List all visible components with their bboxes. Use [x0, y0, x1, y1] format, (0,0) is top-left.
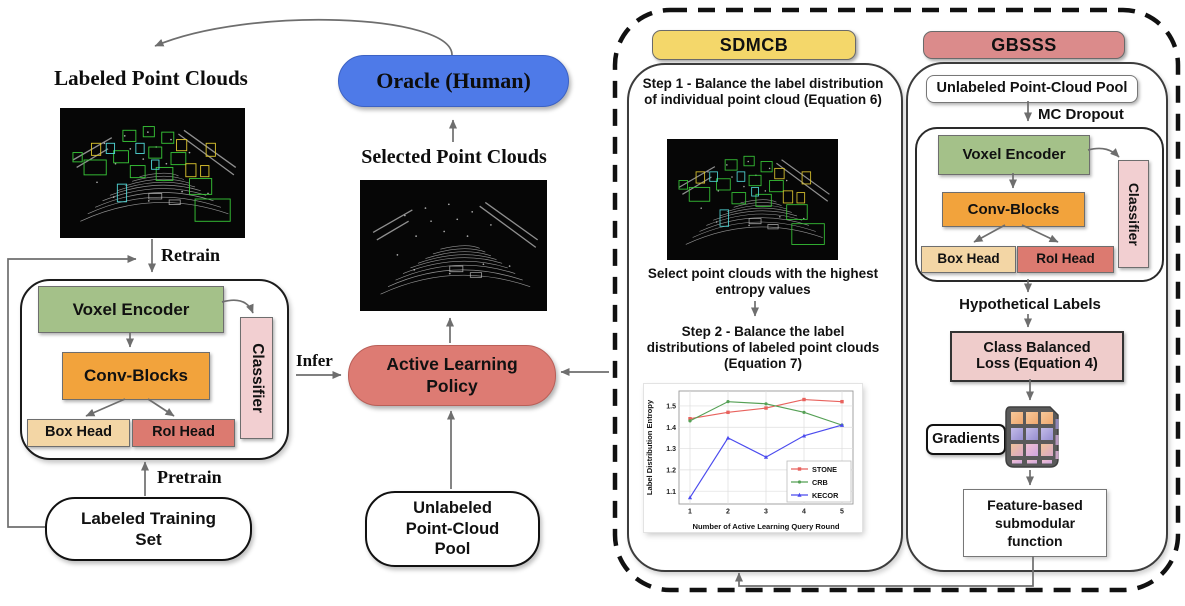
unlabeled-pool-pill: Unlabeled Point-Cloud Pool: [365, 491, 540, 567]
selected-point-cloud-image: [360, 180, 547, 311]
svg-text:2: 2: [726, 509, 730, 516]
selected-point-clouds-title: Selected Point Clouds: [361, 146, 547, 168]
training-set-line1: Labeled Training: [80, 508, 217, 528]
gbsss-conv-blocks-box: Conv-Blocks: [942, 192, 1085, 227]
submodular-line3: function: [1007, 533, 1063, 550]
conv-blocks-box: Conv-Blocks: [62, 352, 210, 400]
svg-text:CRB: CRB: [812, 478, 828, 487]
roi-head-box: RoI Head: [132, 419, 235, 447]
gbsss-header: GBSSS: [923, 31, 1125, 59]
svg-text:1.4: 1.4: [666, 425, 676, 432]
pretrain-label: Pretrain: [157, 467, 222, 487]
svg-text:1.3: 1.3: [666, 446, 676, 453]
training-set-line2: Set: [135, 530, 162, 549]
gbsss-voxel-encoder-box: Voxel Encoder: [938, 135, 1090, 175]
gbsss-classifier-box: Classifier: [1118, 160, 1149, 268]
gbsss-box-head-box: Box Head: [921, 246, 1016, 273]
submodular-line1: Feature-based: [987, 496, 1083, 513]
svg-text:Number of Active Learning Quer: Number of Active Learning Query Round: [693, 522, 840, 531]
gbsss-classifier-label: Classifier: [1125, 182, 1142, 246]
svg-text:4: 4: [802, 509, 806, 516]
labeled-point-clouds-title: Labeled Point Clouds: [54, 66, 248, 90]
box-head-box: Box Head: [27, 419, 130, 447]
submodular-function-box: Feature-based submodular function: [963, 489, 1107, 557]
cbl-line1: Class Balanced: [983, 340, 1091, 357]
arrow-oracle-to-labeled: [154, 19, 453, 56]
svg-text:1.5: 1.5: [666, 404, 676, 411]
sdmcb-step1-text: Step 1 - Balance the label distribution …: [642, 76, 884, 107]
gbsss-pool-box: Unlabeled Point-Cloud Pool: [926, 75, 1138, 103]
svg-text:STONE: STONE: [812, 465, 837, 474]
svg-text:5: 5: [840, 509, 844, 516]
gradients-label-box: Gradients: [926, 424, 1006, 455]
classifier-box: Classifier: [240, 317, 273, 439]
policy-line1: Active Learning: [386, 353, 518, 374]
oracle-pill: Oracle (Human): [338, 55, 569, 107]
retrain-label: Retrain: [161, 245, 220, 265]
pool-line2: Point-Cloud: [405, 519, 500, 538]
oracle-label: Oracle (Human): [376, 68, 531, 93]
submodular-line2: submodular: [994, 514, 1076, 531]
pool-line1: Unlabeled: [413, 499, 492, 518]
policy-line2: Policy: [426, 375, 478, 396]
class-balanced-loss-box: Class Balanced Loss (Equation 4): [950, 331, 1124, 382]
svg-text:Label Distribution Entropy: Label Distribution Entropy: [645, 399, 654, 495]
infer-label: Infer: [296, 351, 333, 370]
svg-text:1: 1: [688, 509, 692, 516]
active-learning-policy-pill: Active Learning Policy: [348, 345, 556, 406]
svg-text:3: 3: [764, 509, 768, 516]
sdmcb-header: SDMCB: [652, 30, 856, 60]
classifier-label: Classifier: [248, 343, 266, 413]
hypothetical-labels-text: Hypothetical Labels: [959, 296, 1101, 313]
sdmcb-point-cloud-image: [667, 139, 838, 260]
labeled-point-cloud-image: [60, 108, 245, 238]
mc-dropout-label: MC Dropout: [1038, 106, 1124, 123]
sdmcb-step2-text: Step 2 - Balance the label distributions…: [646, 324, 880, 371]
svg-text:1.1: 1.1: [666, 489, 676, 496]
voxel-encoder-box: Voxel Encoder: [38, 286, 224, 333]
labeled-training-set-pill: Labeled Training Set: [45, 497, 252, 561]
gradients-tensor-icon: [1005, 406, 1059, 468]
svg-text:1.2: 1.2: [666, 467, 676, 474]
pool-line3: Pool: [434, 540, 471, 559]
svg-text:KECOR: KECOR: [812, 491, 839, 500]
cbl-line2: Loss (Equation 4): [976, 355, 1098, 372]
gbsss-roi-head-box: RoI Head: [1017, 246, 1114, 273]
sdmcb-select-text: Select point clouds with the highest ent…: [647, 266, 879, 297]
